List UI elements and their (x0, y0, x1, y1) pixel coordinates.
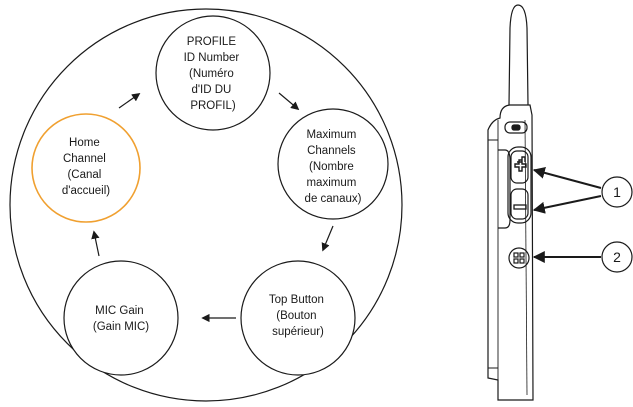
callout-1: 1 (601, 176, 633, 208)
node-mic-gain: MIC Gain (Gain MIC) (63, 260, 179, 376)
plus-icon (514, 156, 527, 172)
radio-antenna (508, 4, 529, 106)
node-top-button: Top Button (Bouton supérieur) (240, 260, 356, 376)
svg-text:MIC Gain (Gain MIC): MIC Gain (Gain MIC) (93, 305, 149, 333)
callout-2: 2 (601, 241, 633, 273)
arrow-home-to-profile (118, 93, 141, 109)
svg-text:1: 1 (613, 184, 621, 200)
arrow-mic-gain-to-home (91, 230, 100, 257)
callout-1-arrow-lower (532, 195, 602, 214)
radio-top-button (504, 121, 528, 134)
arrow-profile-to-max-channels (278, 92, 300, 111)
grid-button-icon (508, 247, 530, 269)
svg-text:Home Channel (Cana: Home Channel (Canal d'accueil) (62, 137, 110, 197)
callout-1-arrow-upper (532, 167, 602, 189)
svg-text:PROFILE ID Number: PROFILE ID Number (Numéro d'ID DU PROFIL… (184, 36, 243, 112)
node-maximum-channels: Maximum Channels (Nombre maximum de cana… (277, 108, 389, 220)
radio-body (487, 104, 534, 401)
svg-text:Top Button (Bouton: Top Button (Bouton supérieur) (269, 294, 327, 338)
node-profile-id: PROFILE ID Number (Numéro d'ID DU PROFIL… (155, 15, 271, 131)
arrow-max-channels-to-top-button (321, 225, 334, 252)
menu-cycle-outline (9, 8, 403, 402)
svg-text:Maximum Channels (: Maximum Channels (Nombre maximum de cana… (305, 129, 362, 205)
minus-icon (513, 204, 527, 210)
node-home-channel: Home Channel (Canal d'accueil) (31, 113, 141, 223)
radio-rocker-buttons (507, 146, 532, 224)
svg-text:2: 2 (613, 249, 621, 265)
